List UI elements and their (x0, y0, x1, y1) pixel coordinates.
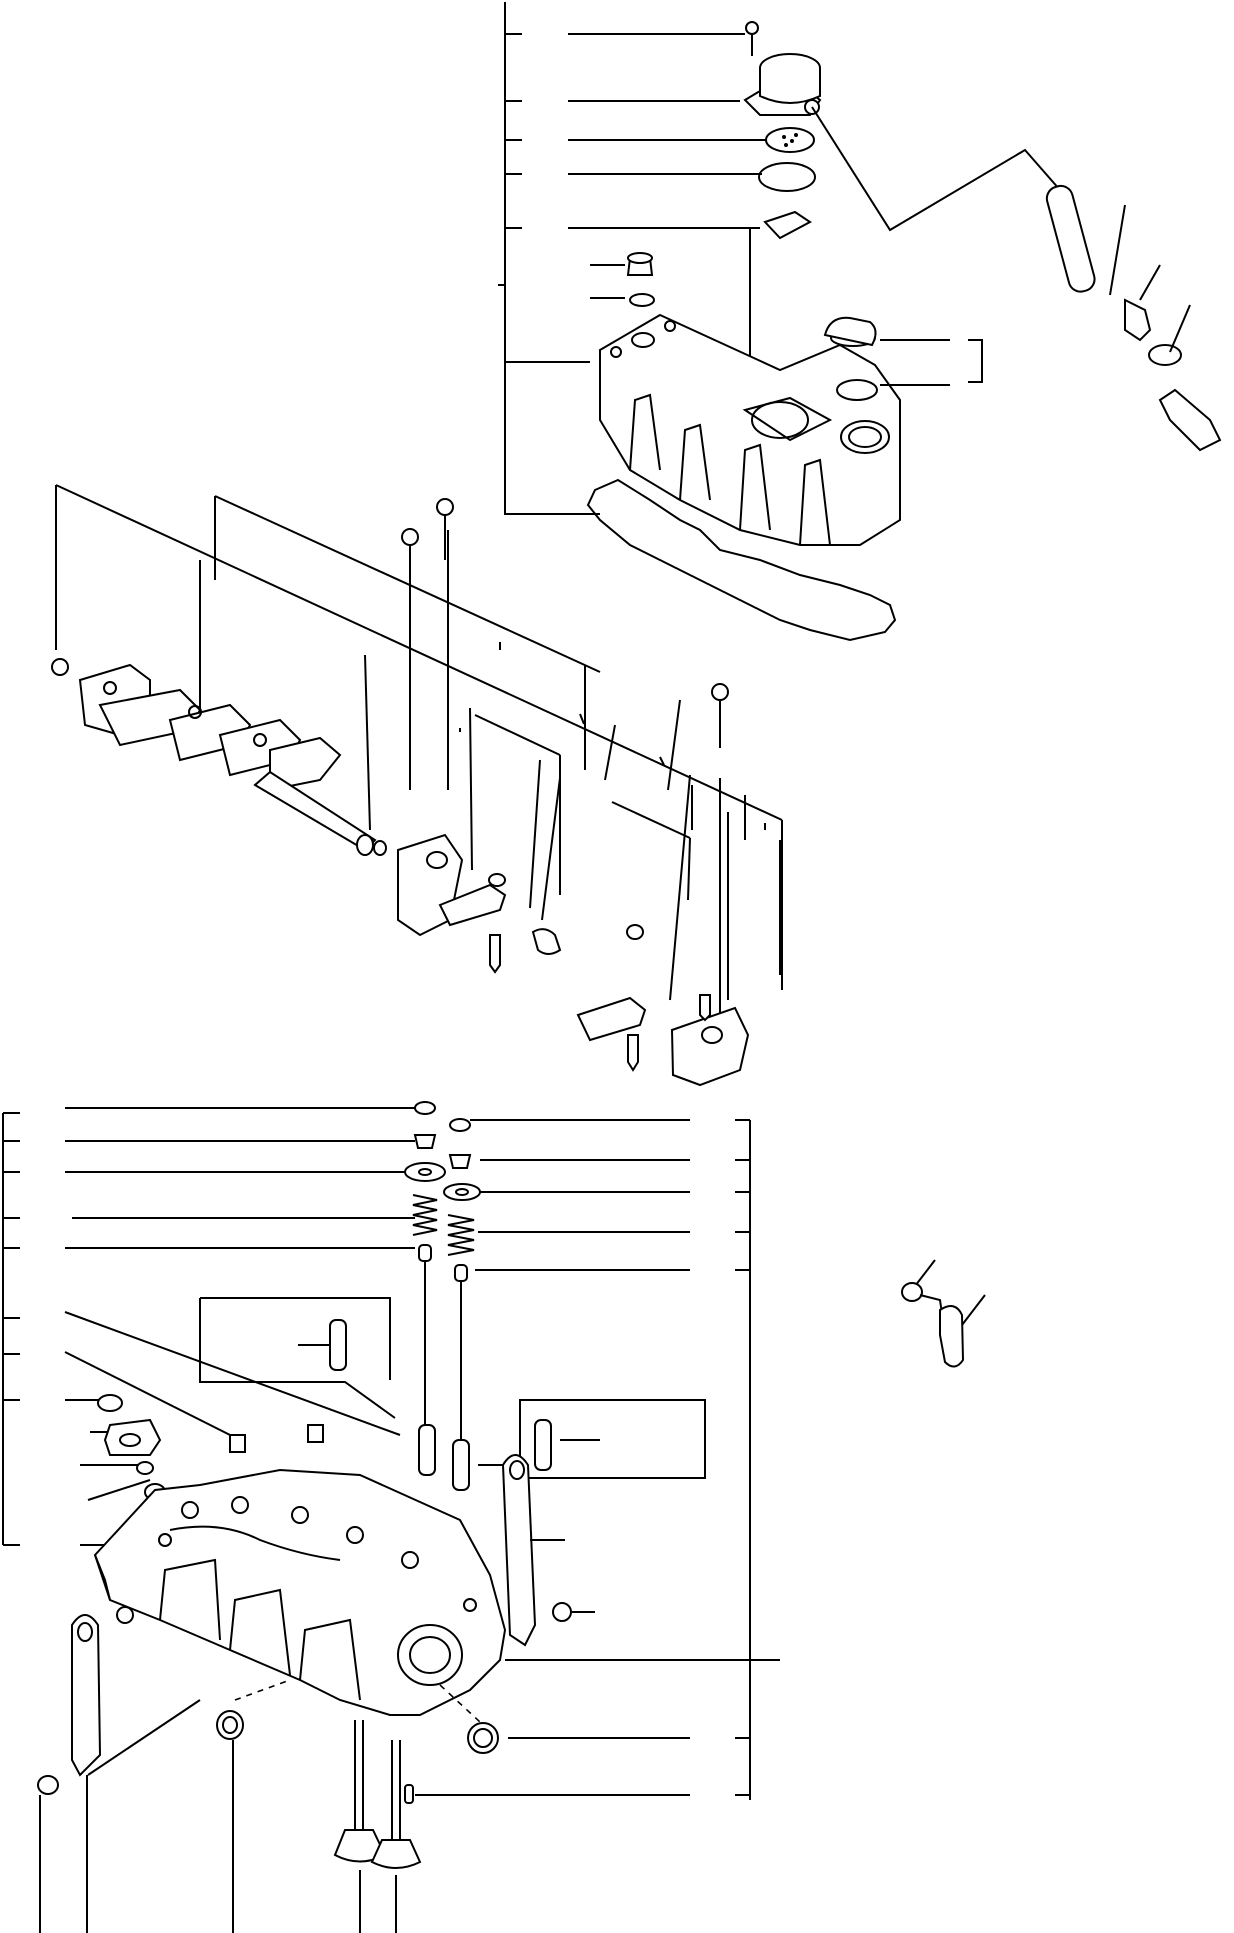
rocker-bolts-icon (401, 498, 729, 748)
rocker-arm-2-icon (576, 924, 647, 1072)
valve-spring-stack-right-icon (443, 1118, 481, 1440)
breather-element-icon (765, 127, 815, 153)
head-leader-lines-left (3, 1107, 415, 1546)
rocker-arm-group (51, 484, 783, 1087)
rocker-shaft-assembly-icon (51, 658, 387, 856)
breather-cap-icon (743, 53, 822, 116)
cylinder-head-group (2, 1101, 780, 1933)
cover-screw-icon (745, 21, 759, 56)
oil-filler-cap-icon (823, 316, 983, 401)
valve-guide-detail-icon (199, 1297, 706, 1491)
valve-cover-group (498, 2, 1222, 642)
valve-cover-body-icon (599, 313, 901, 546)
clip-detail-group (901, 1259, 986, 1368)
cylinder-head-body-icon (93, 1468, 507, 1716)
rocker-bracket-2-icon (670, 994, 750, 1087)
head-leader-lines-right (415, 1119, 780, 1796)
cover-plug-icon (626, 252, 655, 307)
valve-spring-stack-left-icon (404, 1101, 446, 1430)
breather-hose-icon (811, 106, 1222, 452)
lifting-eye-bracket-icon (37, 1454, 595, 1795)
valve-cover-gasket-icon (586, 478, 897, 642)
intake-exhaust-valves-icon (333, 1720, 422, 1869)
expansion-plug-icon (216, 1679, 499, 1754)
cover-o-ring-icon (758, 162, 816, 192)
head-leader-lines-bottom (39, 1740, 397, 1933)
baffle-plate-icon (763, 210, 812, 240)
cover-bracket-frame (504, 2, 575, 515)
rocker-arm-icon (438, 873, 562, 974)
